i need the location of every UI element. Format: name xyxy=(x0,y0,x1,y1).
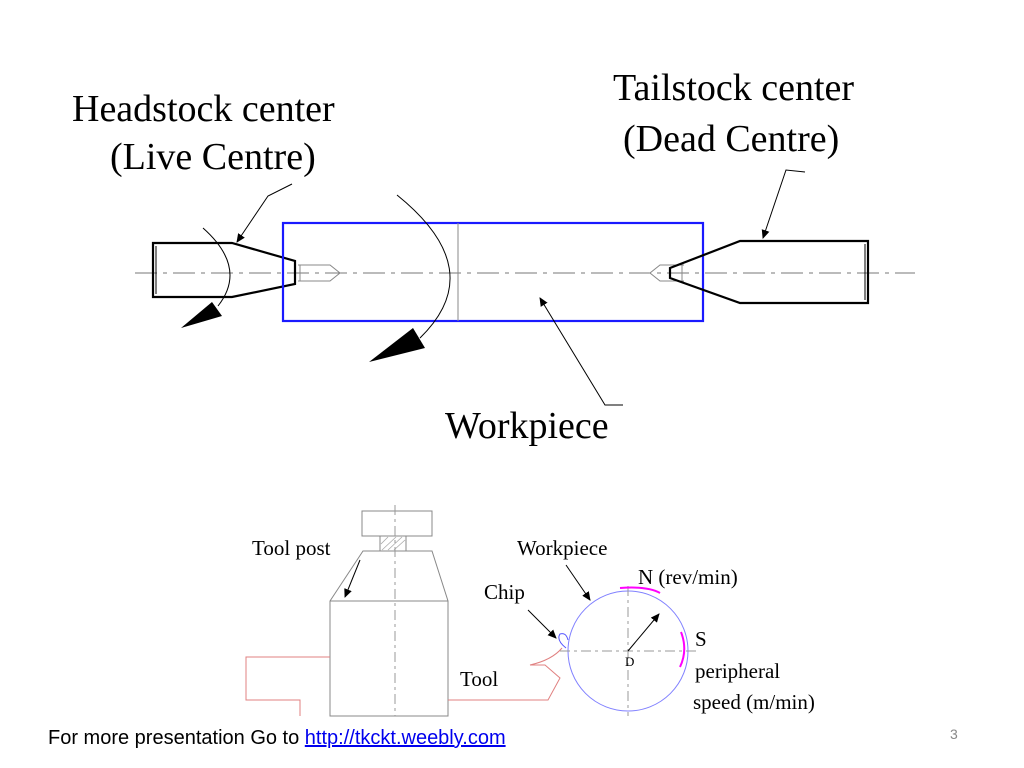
footer-text: For more presentation Go to xyxy=(48,727,305,749)
speed-label-line2: peripheral xyxy=(695,659,780,683)
rotation-arc-n xyxy=(619,586,661,594)
headstock-center-shape xyxy=(151,241,297,299)
speed-arc-s xyxy=(679,631,686,668)
headstock-rotation-arc xyxy=(202,227,231,307)
footer-note: For more presentation Go to http://tkckt… xyxy=(48,727,506,750)
footer-link[interactable]: http://tkckt.weebly.com xyxy=(304,727,506,749)
workpiece-body xyxy=(281,221,705,323)
headstock-label-line2: (Live Centre) xyxy=(110,136,316,178)
rotation-label: N (rev/min) xyxy=(638,565,738,589)
page-number: 3 xyxy=(950,726,958,742)
tool-post-shape xyxy=(329,505,449,717)
right-center-hole xyxy=(649,264,684,282)
chip-leader-line xyxy=(527,609,557,639)
workpiece-rotation-arrowhead xyxy=(369,328,425,362)
tailstock-leader-line xyxy=(761,169,806,239)
workpiece-rotation-arc xyxy=(396,194,451,339)
speed-label-line1: S xyxy=(695,627,707,651)
cutting-workpiece-label: Workpiece xyxy=(517,536,607,560)
tailstock-label-line2: (Dead Centre) xyxy=(623,118,839,160)
chip-label: Chip xyxy=(484,580,525,604)
tool-post-label: Tool post xyxy=(252,536,331,560)
tool-label: Tool xyxy=(460,667,498,691)
headstock-leader-line xyxy=(236,183,293,243)
left-center-hole xyxy=(298,264,341,282)
chip-shape xyxy=(558,633,569,649)
diameter-label: D xyxy=(625,654,634,669)
tailstock-label-line1: Tailstock center xyxy=(613,67,854,109)
workpiece-label: Workpiece xyxy=(445,405,609,447)
workpiece-leader-line xyxy=(539,297,623,406)
tailstock-center-shape xyxy=(668,239,870,305)
headstock-label-line1: Headstock center xyxy=(72,88,335,130)
cutting-diagram: Tool post Workpiece N (rev/min) Chip D T… xyxy=(245,505,815,717)
disc-radius-line xyxy=(627,613,660,652)
tool-post-leader-line xyxy=(344,559,361,598)
lathe-centers-diagram: Headstock center (Live Centre) Tailstock… xyxy=(72,67,915,447)
tool-shape xyxy=(245,647,563,716)
headstock-rotation-arrowhead xyxy=(181,302,222,328)
workpiece-leader-line-small xyxy=(565,564,591,601)
speed-label-line3: speed (m/min) xyxy=(693,690,815,714)
